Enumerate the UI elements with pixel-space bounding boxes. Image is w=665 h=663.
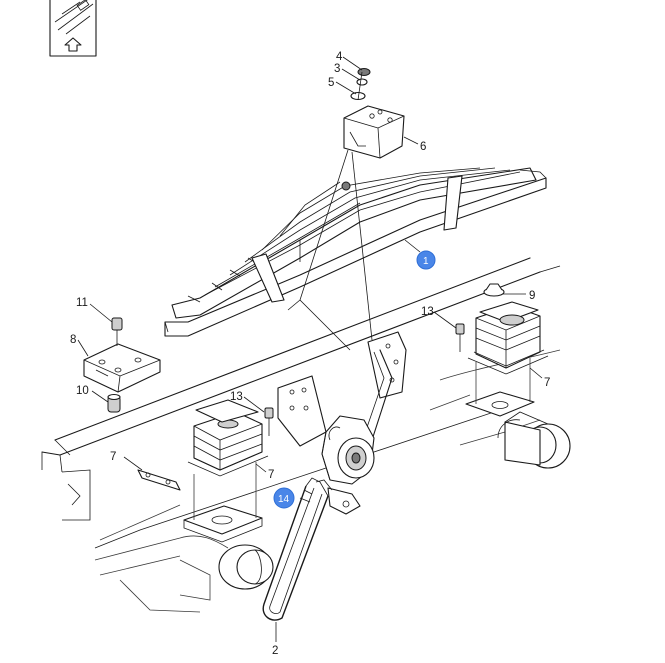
bushing-11 [107,393,121,413]
callout-7-right: 7 [544,377,550,389]
callout-9: 8 [70,334,76,346]
vehicle-orientation-icon [49,0,97,57]
callout-6: 6 [420,141,426,153]
callout-1-highlight[interactable]: 1 [416,250,436,270]
callout-8: 9 [529,290,535,302]
strap-10 [137,469,181,491]
right-rubber-mount [467,301,549,375]
callout-14: 14 [278,494,290,505]
callout-11: 10 [76,385,89,397]
left-rubber-mount [187,399,269,477]
bump-stop-8 [483,283,505,297]
callout-7-left: 7 [268,469,274,481]
u-bolt-lines [287,149,373,351]
right-axle-stub [459,394,571,469]
leader-lines [77,56,543,642]
bolt-12 [111,317,123,346]
bolt-13-left [264,407,274,436]
callout-13-left: 13 [230,391,243,403]
rear-axle-ghost [94,535,274,613]
callout-4: 4 [336,51,343,63]
leaf-spring [164,167,547,337]
callout-2: 2 [272,645,278,657]
callout-labels: 4 3 5 6 9 11 8 10 13 13 7 7 7 2 1 14 [70,51,550,657]
top-washer-nut [350,68,371,101]
callout-12: 11 [76,297,88,309]
lower-plate-right [465,358,535,417]
up-arrow-icon [64,37,82,52]
callout-13-right: 13 [421,306,434,318]
u-bolt [262,477,333,621]
callout-5: 5 [328,77,334,89]
bolt-13-right [455,323,465,352]
center-bracket-assembly [277,331,407,515]
callout-3: 3 [334,63,340,75]
callout-1: 1 [423,256,429,267]
front-bracket [83,343,161,393]
lower-plate-left [183,462,263,543]
spring-hanger-bracket [343,105,405,159]
callout-14-highlight[interactable]: 14 [273,487,295,509]
frame-rail [41,257,561,549]
callout-10: 7 [110,451,116,463]
